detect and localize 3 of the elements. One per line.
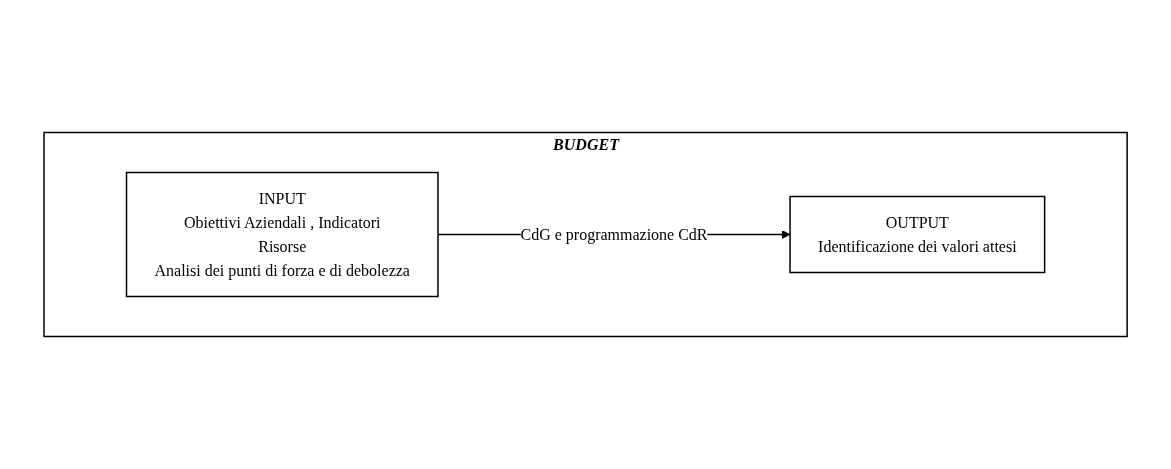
edge-label: CdG e programmazione CdR <box>520 225 708 243</box>
node-box: OUTPUT Identificazione dei valori attesi <box>789 195 1046 274</box>
node-box: INPUT Obiettivi Aziendali , Indicatori Risorse Analisi dei punti di forza e di debolezza <box>125 171 439 298</box>
